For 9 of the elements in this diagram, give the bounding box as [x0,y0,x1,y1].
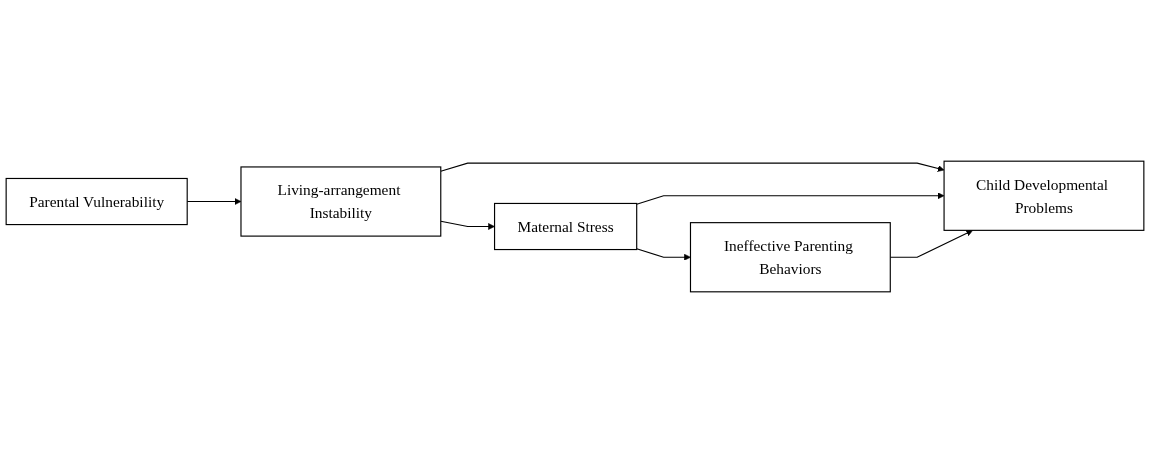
node-box: Parental Vulnerability [5,177,188,226]
arrow [636,248,691,261]
arrow [440,162,945,172]
node-box: Ineffective Parenting Behaviors [689,222,891,293]
node-box: Maternal Stress [494,202,638,251]
node-box: Child Developmental Problems [943,160,1145,231]
arrow [440,220,495,230]
arrow [636,192,945,205]
node-box: Living-arrangement Instability [240,166,442,237]
